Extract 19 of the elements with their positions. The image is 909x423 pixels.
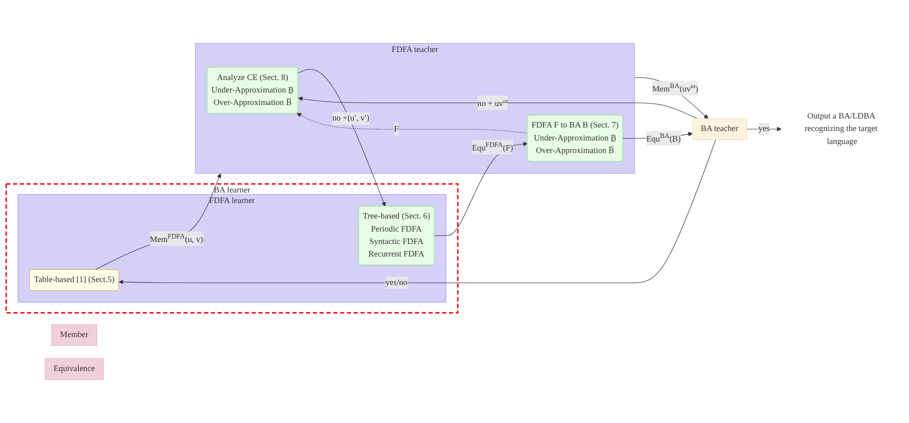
edge-label: Mem$^{BA}$(uv$^{ω}$) — [652, 82, 698, 94]
node-text: Output a BA/LDBA recognizing the target language — [804, 112, 878, 146]
arrow — [118, 139, 716, 284]
edge-label: Mem$^{FDFA}$(u, v) — [150, 232, 204, 244]
arrow — [296, 112, 528, 134]
arrow — [298, 68, 386, 207]
arrow — [94, 173, 222, 270]
node-box: Member — [51, 324, 98, 346]
edge-label: no +(u′, v′) — [332, 114, 370, 123]
edge-label: yes/no — [385, 278, 408, 288]
edge-label: Equ$^{BA}$(B) — [646, 132, 681, 144]
node-box: Equivalence — [44, 358, 104, 380]
edge-label: yes — [758, 124, 770, 134]
edge-label: F — [394, 124, 399, 134]
edge-label: no + uv$^{ω}$ — [477, 96, 508, 108]
node-box: BA teacher — [692, 118, 747, 140]
edge-label: Equ$^{FDFA}$(F) — [472, 140, 514, 152]
arrow — [298, 96, 698, 119]
arrow — [634, 77, 708, 119]
